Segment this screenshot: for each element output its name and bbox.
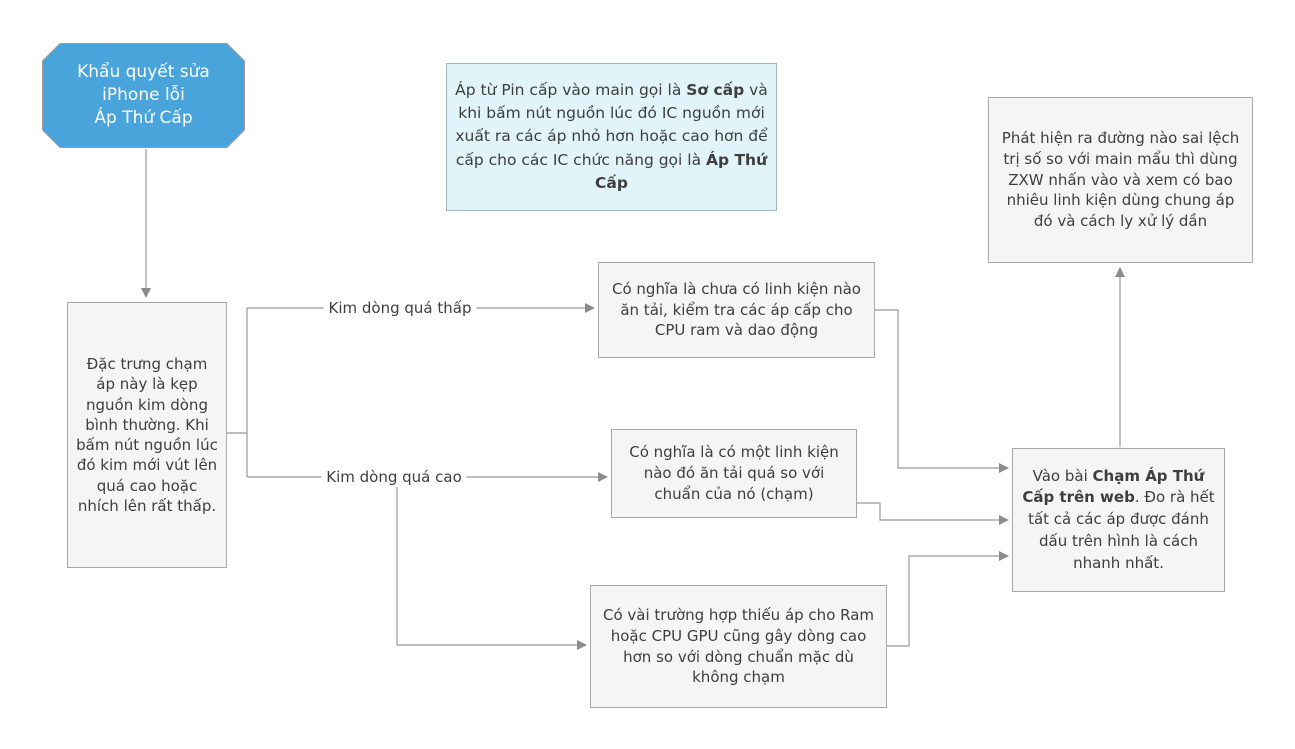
detect-node: Phát hiện ra đường nào sai lệch trị số s… [988,97,1253,263]
start-line-2: iPhone lỗi [102,85,185,106]
web-guide-node: Vào bài Chạm Áp Thứ Cấp trên web. Đo rà … [1012,448,1225,592]
octagon-shape [42,43,245,148]
start-node: Khẩu quyết sửa iPhone lỗi Áp Thứ Cấp [42,43,245,148]
needle-high-node: Có nghĩa là có một linh kiện nào đó ăn t… [611,429,857,518]
web-guide-bold: Chạm Áp Thứ Cấp trên web [1022,466,1205,507]
definition-note: Áp từ Pin cấp vào main gọi là Sơ cấp và … [446,63,777,211]
definition-note-text: Áp từ Pin cấp vào main gọi là Sơ cấp và … [455,79,768,195]
web-guide-seg-1: Vào bài [1032,466,1093,485]
note-bold-ap-thu-cap: Áp Thứ Cấp [595,150,768,192]
detect-text: Phát hiện ra đường nào sai lệch trị số s… [1001,129,1240,231]
start-line-1: Khẩu quyết sửa [77,62,210,83]
edge-label-needle-high: Kim dòng quá cao [321,467,467,487]
voltage-lack-text: Có vài trường hợp thiếu áp cho Ram hoặc … [602,606,875,687]
voltage-lack-node: Có vài trường hợp thiếu áp cho Ram hoặc … [590,585,887,708]
symptom-text: Đặc trưng chạm áp này là kẹp nguồn kim d… [76,355,218,515]
needle-low-text: Có nghĩa là chưa có linh kiện nào ăn tải… [612,279,861,340]
edge-needle-low-to-web [875,309,1009,473]
note-seg-1: Áp từ Pin cấp vào main gọi là [455,80,687,99]
note-seg-2: và khi bấm nút nguồn lúc đó IC nguồn mới… [455,80,768,169]
note-bold-so-cap: Sơ cấp [686,80,745,99]
edge-label-needle-low: Kim dòng quá thấp [323,298,477,318]
needle-high-text: Có nghĩa là có một linh kiện nào đó ăn t… [629,443,839,503]
symptom-node: Đặc trưng chạm áp này là kẹp nguồn kim d… [67,302,227,568]
web-guide-seg-2: . Đo rà hết tất cả các áp được đánh dấu … [1028,488,1215,572]
needle-low-node: Có nghĩa là chưa có linh kiện nào ăn tải… [598,262,875,358]
edge-to-voltage-lack [396,478,587,650]
start-line-3: Áp Thứ Cấp [94,107,193,128]
start-node-text: Khẩu quyết sửa iPhone lỗi Áp Thứ Cấp [42,43,245,148]
web-guide-text: Vào bài Chạm Áp Thứ Cấp trên web. Đo rà … [1021,466,1216,575]
edge-voltage-lack-to-web [887,551,1009,647]
edge-needle-high-to-web [857,502,1009,525]
